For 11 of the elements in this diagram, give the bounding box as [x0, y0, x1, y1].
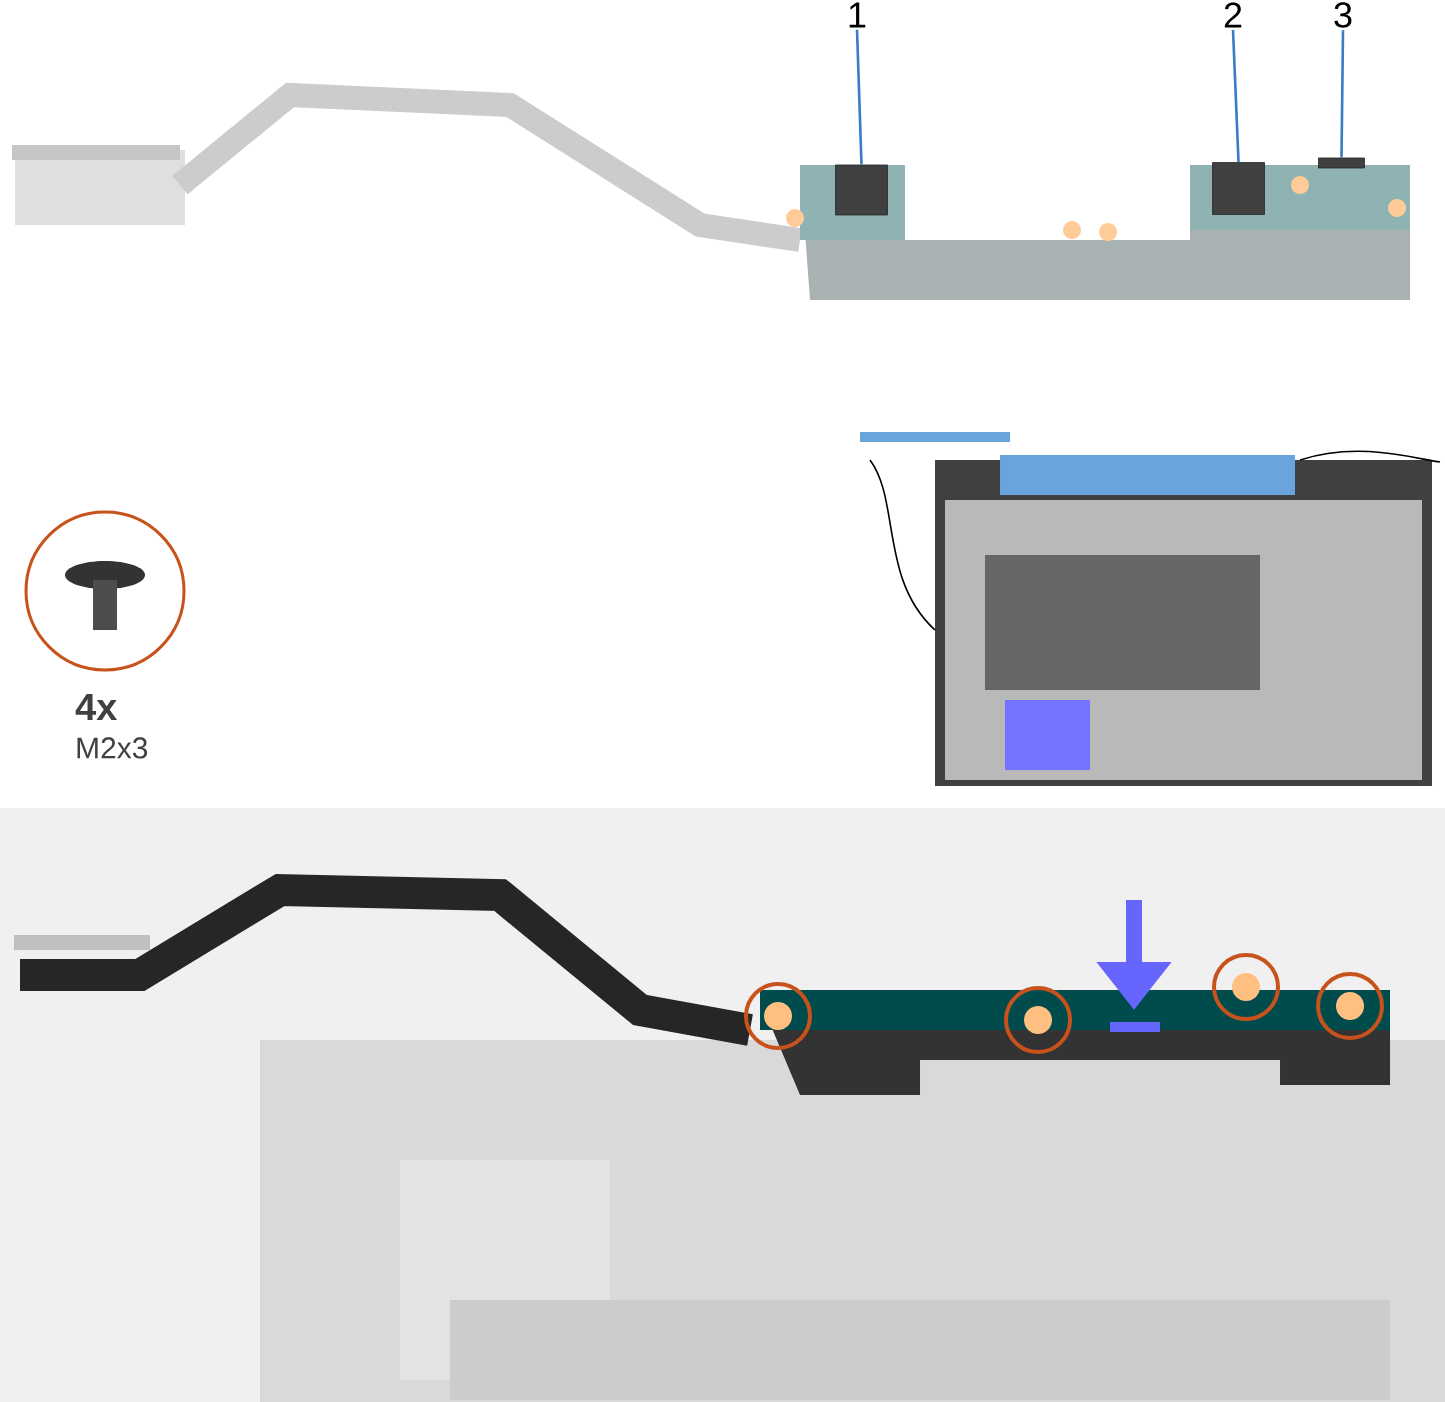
- leader-line: [855, 29, 863, 165]
- callout-number: 1: [849, 2, 866, 28]
- leader-line: [1231, 29, 1240, 163]
- connector-port: [1318, 157, 1365, 169]
- connector-port: [1212, 162, 1265, 215]
- screw-size-label: M2x3: [77, 737, 148, 759]
- quantity-label: 4x: [75, 693, 118, 721]
- leader-line: [1340, 30, 1345, 158]
- connector-port: [835, 164, 888, 216]
- callout-number: 3: [1334, 2, 1352, 28]
- callout-number: 2: [1224, 2, 1242, 28]
